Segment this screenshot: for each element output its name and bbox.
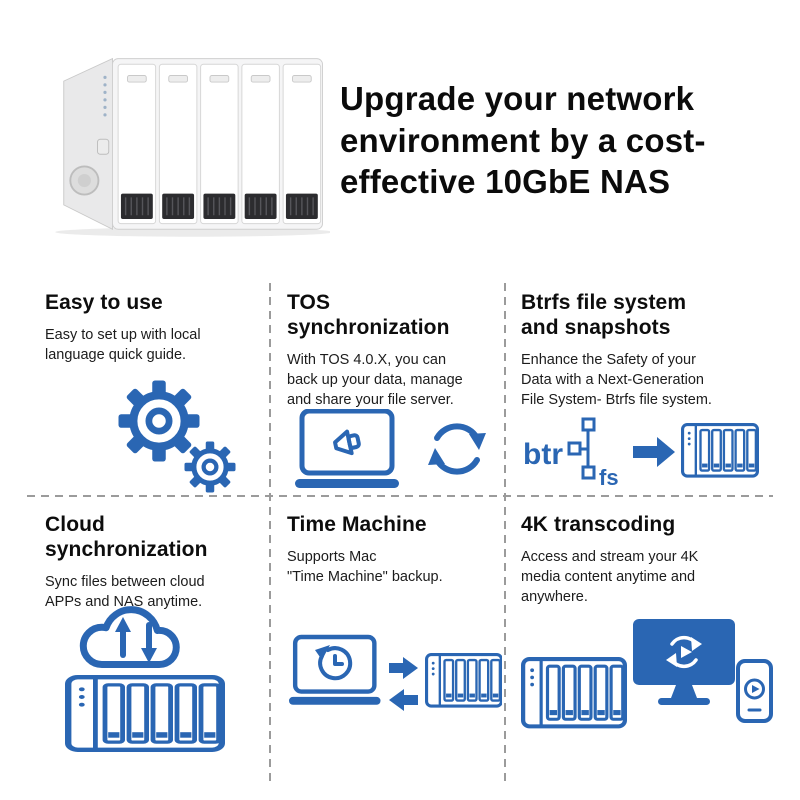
feature-body: Supports Mac "Time Machine" backup. — [287, 548, 443, 585]
projector-icon — [333, 429, 361, 456]
drive-tray — [158, 63, 198, 225]
cloud-arrows-nas-icon — [53, 591, 238, 759]
nas-front-icon — [680, 422, 760, 478]
gears-icon — [97, 371, 247, 496]
vertical-dashed-divider-1 — [269, 283, 271, 787]
feature-body: Easy to set up with local language quick… — [45, 326, 201, 363]
btrfs-logo-text-fs: fs — [599, 465, 619, 490]
power-button — [97, 138, 110, 155]
smartphone-icon — [736, 659, 773, 723]
led-strip — [103, 75, 107, 117]
laptop-sync-icon — [287, 409, 492, 493]
feature-body: Access and stream your 4K media content … — [521, 548, 699, 605]
laptop-timemachine-nas-icon — [287, 625, 502, 735]
drive-tray — [241, 63, 281, 225]
horizontal-dashed-divider — [27, 495, 773, 497]
sync-arrows-icon — [428, 423, 486, 475]
transfer-arrows-icon — [389, 657, 418, 711]
feature-body: Enhance the Safety of your Data with a N… — [521, 351, 712, 408]
nas-front-icon — [523, 659, 625, 726]
upload-download-arrows-icon — [115, 617, 157, 663]
btrfs-logo-text-btr: btr — [523, 438, 563, 471]
cloud-icon — [79, 606, 180, 668]
nas-monitor-phone-icon — [521, 615, 773, 757]
hero-headline: Upgrade your network environment by a co… — [340, 80, 706, 201]
btrfs-to-nas-icon: btr fs — [521, 409, 761, 494]
feature-title: Cloud synchronization — [45, 513, 208, 561]
laptop-icon — [295, 411, 399, 488]
drive-tray — [117, 63, 157, 225]
feature-title: Easy to use — [45, 291, 163, 314]
feature-body: With TOS 4.0.X, you can back up your dat… — [287, 351, 463, 408]
feature-cell-time-machine: Time Machine Supports Mac "Time Machine"… — [287, 513, 502, 791]
feature-title: Time Machine — [287, 513, 427, 536]
feature-body: Sync files between cloud APPs and NAS an… — [45, 573, 205, 610]
feature-title: 4K transcoding — [521, 513, 676, 536]
brand-badge — [69, 165, 100, 196]
btrfs-tree-icon — [567, 417, 596, 480]
feature-cell-tos-sync: TOS synchronization With TOS 4.0.X, you … — [287, 291, 492, 496]
feature-cell-easy-to-use: Easy to use Easy to set up with local la… — [45, 291, 260, 496]
drive-tray — [199, 63, 239, 225]
drive-tray — [282, 63, 322, 225]
hero-section: Upgrade your network environment by a co… — [30, 48, 782, 238]
monitor-stream-icon — [633, 619, 735, 705]
feature-title: TOS synchronization — [287, 291, 450, 339]
feature-cell-btrfs: Btrfs file system and snapshots Enhance … — [521, 291, 766, 496]
nas-product-image — [55, 57, 330, 237]
arrow-right-icon — [633, 437, 675, 467]
gear-small-icon — [185, 442, 236, 493]
time-machine-clock-icon — [315, 645, 353, 681]
feature-cell-cloud-sync: Cloud synchronization Sync files between… — [45, 513, 265, 791]
gear-large-icon — [119, 381, 200, 462]
feature-cell-4k-transcoding: 4K transcoding Access and stream your 4K… — [521, 513, 773, 791]
vertical-dashed-divider-2 — [504, 283, 506, 787]
nas-front-icon — [68, 677, 222, 750]
nas-front-icon — [424, 652, 502, 708]
feature-title: Btrfs file system and snapshots — [521, 291, 687, 339]
